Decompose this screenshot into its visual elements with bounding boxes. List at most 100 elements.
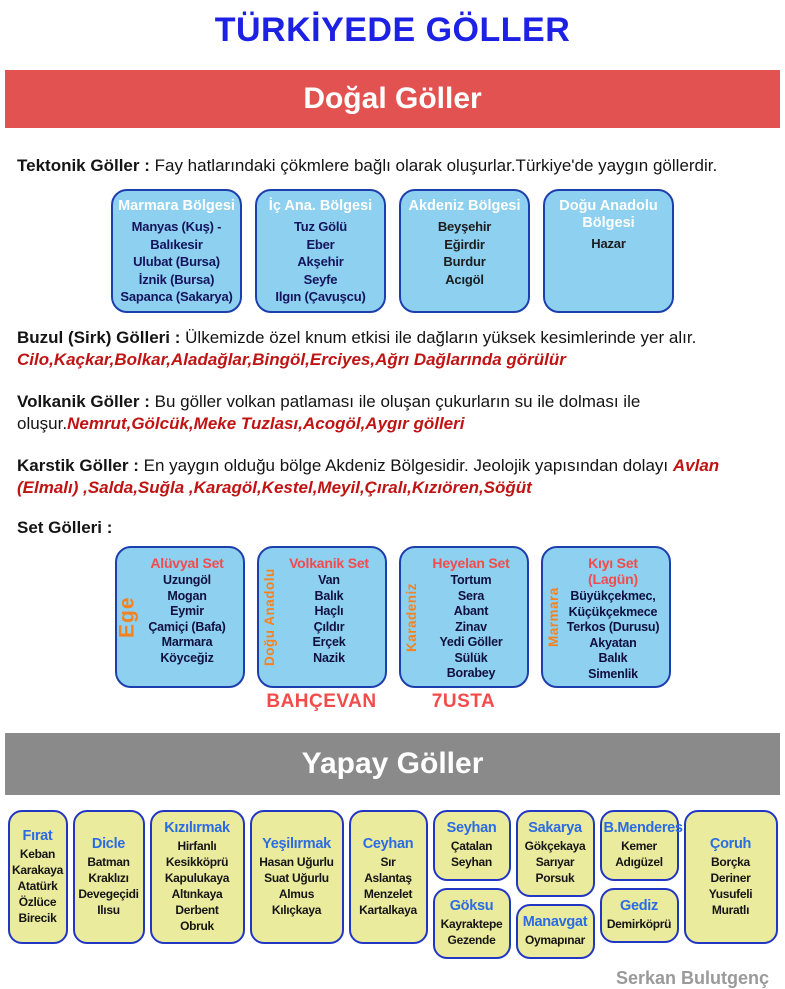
natural-lakes-banner: Doğal Göller (5, 70, 780, 128)
dam-item: Obruk (180, 918, 214, 933)
dam-item: Altınkaya (171, 886, 223, 901)
paragraph-karstic-text: En yaygın olduğu bölge Akdeniz Bölgesidi… (143, 455, 669, 475)
dam-box-title: Göksu (449, 898, 494, 915)
paragraph-tectonic-text: Fay hatlarındaki çökmlere bağlı olarak o… (154, 156, 718, 175)
set-lakes-label: Set Gölleri : (17, 518, 113, 538)
lake-item: Mogan (167, 588, 207, 603)
set-box-title: Heyelan Set (432, 555, 510, 572)
mnemonic-text (541, 691, 671, 717)
set-box-title: Alüvyal Set (150, 555, 224, 572)
lake-item: Ulubat (Bursa) (133, 254, 220, 270)
lake-item: Eymir (170, 604, 204, 619)
region-box-title: Marmara Bölgesi (118, 198, 235, 215)
dam-box-title: Sakarya (528, 820, 582, 837)
paragraph-karstic: Karstik Göller : En yaygın olduğu bölge … (0, 455, 785, 500)
paragraph-volcanic-text: Bu göller volkan patlaması ile oluşan çu… (17, 391, 641, 434)
dam-item: Devegeçidi (78, 886, 139, 901)
dam-box-title: Kızılırmak (164, 820, 230, 837)
region-box-dogu-anadolu: Doğu Anadolu Bölgesi Hazar (543, 189, 674, 313)
lake-item: Beyşehir (437, 219, 492, 235)
lake-item: Yedi Göller (439, 635, 503, 650)
lake-item: Eber (306, 236, 335, 252)
region-boxes-row: Marmara Bölgesi Manyas (Kuş) - Balıkesir… (0, 189, 785, 313)
dam-item: Kemer (621, 839, 657, 854)
dam-item: Kılıçkaya (271, 902, 322, 917)
lake-item: Marmara (161, 635, 213, 650)
dam-item: Derbent (175, 902, 219, 917)
set-box-title: Volkanik Set (289, 555, 369, 572)
dam-item: Kayraktepe (440, 917, 503, 932)
paragraph-tectonic: Tektonik Göller : Fay hatlarındaki çökml… (0, 155, 785, 177)
lake-item: Abant (453, 604, 489, 619)
set-box-region-label: Doğu Anadolu (261, 568, 277, 667)
dam-box-title: B.Menderes (603, 820, 684, 837)
mnemonic-7usta: 7USTA (431, 691, 496, 713)
dam-item: Atatürk (17, 879, 58, 894)
set-box-region-label: Karadeniz (403, 582, 419, 652)
dam-box-title: Ceyhan (362, 836, 414, 853)
dam-item: Ilısu (97, 902, 120, 917)
lake-item: Zinav (455, 619, 487, 634)
author-signature: Serkan Bulutgenç (615, 967, 769, 988)
region-box-title: Doğu Anadolu Bölgesi (559, 198, 658, 232)
lake-item: Sapanca (Sakarya) (120, 289, 233, 305)
dam-item: Oymapınar (525, 932, 585, 947)
lake-item: Çıldır (313, 619, 345, 634)
dam-box-items: Demirköprü (604, 917, 675, 933)
paragraph-glacial-text: Ülkemizde özel knum etkisi ile dağların … (185, 327, 697, 347)
lake-item: Köyceğiz (160, 650, 214, 665)
dam-item: Borçka (711, 855, 750, 870)
lake-item: Küçükçekmece (568, 604, 658, 619)
dam-box-title: Çoruh (709, 836, 752, 853)
dam-box-gediz: Gediz Demirköprü (599, 888, 679, 943)
dam-item: Muratlı (711, 902, 750, 917)
lake-item: Çamiçi (Bafa) (148, 619, 226, 634)
lake-item: Akşehir (297, 254, 344, 270)
dam-box-title: Dicle (91, 836, 126, 853)
dam-item: Kesikköprü (165, 855, 229, 870)
lake-item: Acıgöl (445, 271, 484, 287)
dam-item: Yusufeli (708, 886, 753, 901)
dam-item: Porsuk (535, 871, 575, 886)
paragraph-volcanic-examples: Nemrut,Gölcük,Meke Tuzlası,Acogöl,Aygır … (67, 414, 465, 434)
lake-item: Eğirdir (444, 236, 485, 252)
lake-item: Nazik (313, 650, 345, 665)
set-box-kiyi: Marmara Kıyı Set (Lagün) Büyükçekmec,Küç… (540, 546, 671, 689)
dam-box-manavgat: Manavgat Oymapınar (515, 903, 595, 959)
dam-box-title: Fırat (22, 828, 53, 845)
paragraph-karstic-examples: Avlan (Elmalı) ,Salda,Suğla ,Karagöl,Kes… (17, 455, 720, 498)
dam-item: Kartalkaya (359, 902, 417, 917)
dam-item: Birecik (18, 910, 57, 925)
region-box-items: Hazar (549, 235, 668, 253)
region-box-title: İç Ana. Bölgesi (268, 198, 373, 215)
dam-item: Kapulukaya (164, 871, 230, 886)
lake-item: Haçlı (314, 604, 344, 619)
lake-item: Sülük (454, 650, 488, 665)
lake-item: Burdur (443, 254, 486, 270)
paragraph-glacial: Buzul (Sirk) Gölleri : Ülkemizde özel kn… (0, 327, 785, 372)
